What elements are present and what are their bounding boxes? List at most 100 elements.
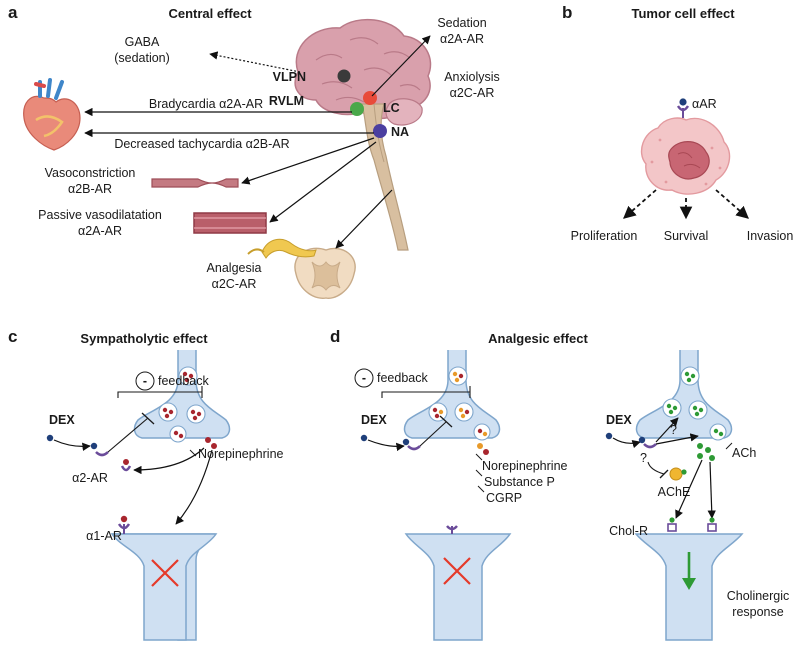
vesicle-d8: [709, 423, 727, 441]
dex-label-d-right: DEX: [606, 413, 632, 427]
feedback-sign-circle: [135, 371, 155, 391]
gaba-sub-label: (sedation): [114, 51, 170, 65]
tumor-cell-illustration: [640, 117, 731, 195]
arrow-to-analgesia: [335, 189, 393, 249]
norepinephrine-release-dot: [211, 443, 217, 449]
receptor-activation-arrow-2: [655, 433, 699, 445]
ache-label: AChE: [658, 485, 691, 499]
proliferation-label: Proliferation: [571, 229, 638, 243]
alpha2-autoreceptor-icon-c: [120, 465, 132, 472]
arrow-to-vasodilatation: [269, 141, 377, 223]
lc-label: LC: [383, 101, 400, 115]
inhibition-cross-c: [151, 559, 179, 587]
survival-label: Survival: [664, 229, 708, 243]
response-label: response: [732, 605, 783, 619]
alpha1-receptor-icon: [117, 523, 131, 530]
receptor-icon-d-left: [446, 525, 458, 531]
panel-c: c Sympatholytic effect - feedback DEX α2…: [8, 327, 284, 641]
dex-molecule-c: [46, 434, 54, 442]
rvlm-nucleus: [350, 102, 364, 116]
anxiolysis-label: Anxiolysis: [444, 70, 500, 84]
vlpn-label: VLPN: [273, 70, 306, 84]
receptor-activation-arrow-1: [655, 417, 679, 443]
alpha2-receptor-label-c: α2-AR: [72, 471, 108, 485]
ach-to-receptor-arrow-1: [675, 459, 703, 519]
alpha2-receptor-icon-d-left: [407, 445, 421, 451]
spinal-cord-section-icon: [247, 238, 356, 299]
dex-binding-arrow-c: [53, 439, 91, 452]
sedation-receptor-label: α2A-AR: [440, 32, 484, 46]
rvlm-label: RVLM: [269, 94, 304, 108]
vesicle-c1: [178, 366, 198, 386]
postsynaptic-neuron-d-left: [404, 533, 512, 641]
norepinephrine-feedback-arrow-c: [133, 447, 205, 475]
question-mark-1: ?: [670, 423, 677, 437]
vesicle-d6: [662, 398, 682, 418]
tumor-dex-molecule: [679, 98, 687, 106]
arrow-to-gaba: [209, 51, 301, 73]
vesicle-c4: [169, 425, 187, 443]
vlpn-nucleus: [337, 69, 351, 83]
sedation-label: Sedation: [437, 16, 486, 30]
ache-enzyme-icon: [669, 467, 683, 481]
cholinergic-receptor-label: Chol-R: [609, 524, 648, 538]
panel-c-title: Sympatholytic effect: [80, 331, 208, 346]
feedback-label-d: feedback: [377, 371, 428, 385]
ache-inhibition-line: [647, 461, 665, 475]
dex-molecule-d-right: [605, 432, 613, 440]
panel-a: a Central effect VLPN RVLM LC NA GABA (s…: [8, 3, 500, 299]
analgesia-receptor-label: α2C-AR: [212, 277, 257, 291]
heart-icon: [23, 78, 81, 151]
receptor-inhibition-line-d: [419, 421, 447, 447]
norepinephrine-to-a1-arrow: [175, 449, 213, 525]
feedback-sign-c: -: [143, 374, 147, 388]
presynaptic-neuron-c: [133, 350, 231, 439]
cgrp-label: CGRP: [486, 491, 522, 505]
tumor-receptor-label: αAR: [692, 97, 717, 111]
vesicle-d4: [473, 423, 491, 441]
dex-molecule-d-left: [360, 434, 368, 442]
vasodilatation-label: Passive vasodilatation: [38, 208, 162, 222]
vesicle-d3: [454, 402, 474, 422]
alpha1-receptor-label: α1-AR: [86, 529, 122, 543]
dex-bound-molecule-c: [90, 442, 98, 450]
postsynaptic-neuron-body-c: [110, 533, 218, 641]
vesicle-d1: [448, 366, 468, 386]
inhibition-cross-d: [443, 557, 471, 585]
dex-binding-arrow-d-left: [367, 439, 405, 452]
arrow-to-sedation: [371, 35, 431, 97]
decrease-mark-c: [189, 449, 197, 457]
panel-d-title: Analgesic effect: [488, 331, 588, 346]
dex-label-d-left: DEX: [361, 413, 387, 427]
ach-to-receptor-arrow-2: [707, 461, 716, 519]
receptor-inhibition-line-c: [107, 417, 149, 453]
invasion-label: Invasion: [747, 229, 794, 243]
vesicle-d7: [688, 400, 708, 420]
panel-b-title: Tumor cell effect: [631, 6, 735, 21]
feedback-inhibition-d: [381, 386, 471, 398]
panel-d: d Analgesic effect - feedback DEX Norepi…: [330, 327, 789, 641]
na-nucleus: [373, 124, 387, 138]
ach-label: ACh: [732, 446, 756, 460]
increase-mark-ach: [725, 442, 733, 450]
question-mark-2: ?: [640, 451, 647, 465]
tumor-receptor-icon: [676, 105, 690, 112]
alpha2-receptor-icon-d-right: [643, 443, 657, 449]
alpha2-receptor-icon-c: [95, 451, 109, 457]
cholinergic-receptor-icon-2: [707, 523, 717, 532]
cholinergic-receptor-icon-1: [667, 523, 677, 532]
tachycardia-label: Decreased tachycardia α2B-AR: [114, 137, 289, 151]
brain-illustration: [294, 18, 432, 251]
vasoconstriction-receptor-label: α2B-AR: [68, 182, 112, 196]
dex-binding-arrow-d-right: [612, 437, 641, 449]
vasoconstriction-label: Vasoconstriction: [45, 166, 136, 180]
dex-label-c: DEX: [49, 413, 75, 427]
feedback-inhibition-c: [117, 386, 203, 398]
anxiolysis-receptor-label: α2C-AR: [450, 86, 495, 100]
arrow-to-vasoconstriction: [241, 137, 375, 185]
feedback-sign-circle-d: [354, 368, 374, 388]
presynaptic-neuron-d-left: [403, 350, 501, 439]
vesicle-c2: [158, 402, 178, 422]
